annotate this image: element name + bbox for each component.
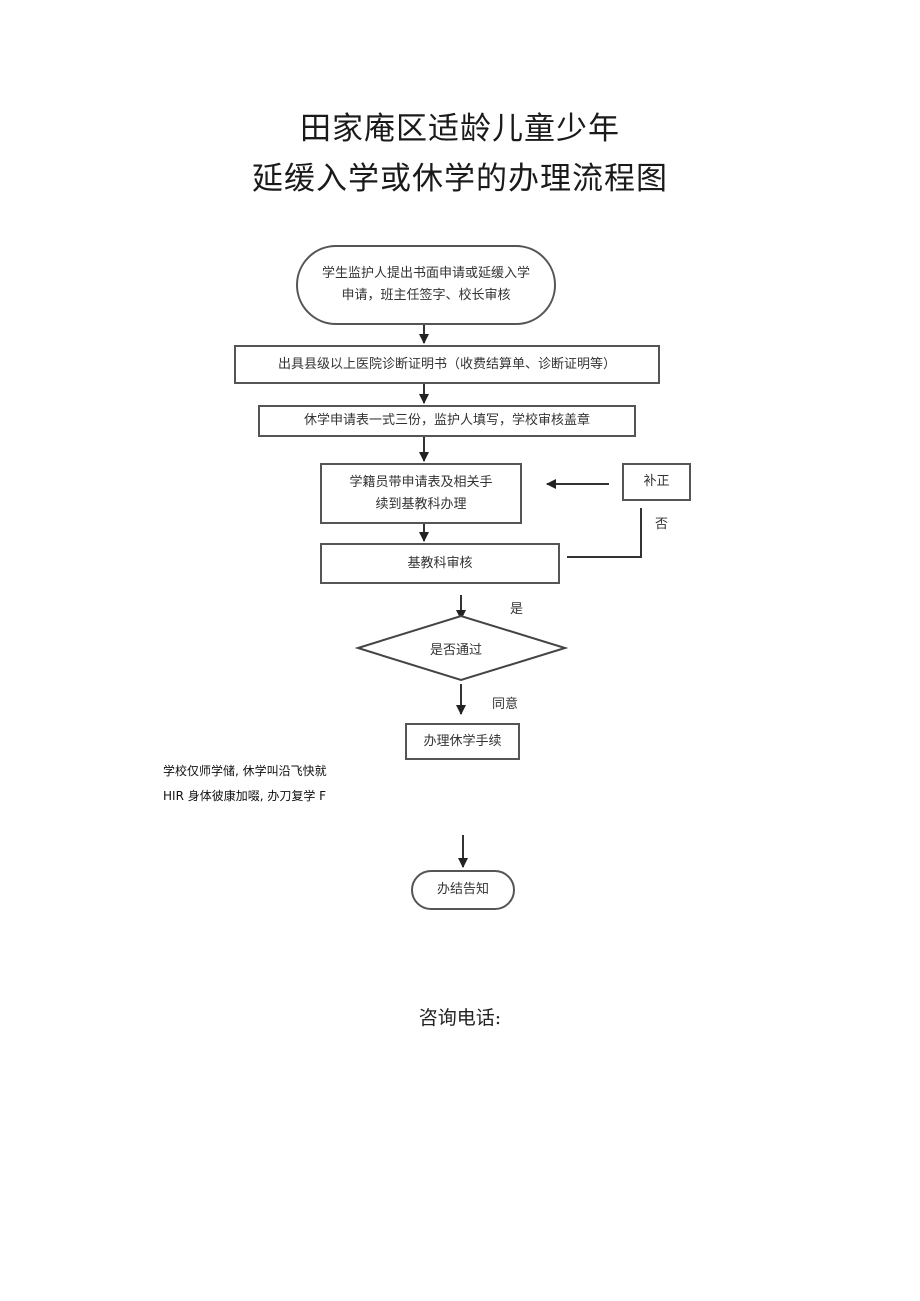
step6-suspension-box: 办理休学手续: [405, 723, 520, 760]
step6-text: 办理休学手续: [423, 733, 502, 749]
correction-box: 补正: [622, 463, 691, 501]
step1-text: 学生监护人提出书面申请或延缓入学申请，班主任签字、校长审核: [321, 266, 530, 303]
step4-submit-box: 学籍员带申请表及相关手续到基教科办理: [320, 463, 522, 524]
contact-phone-label: 咨询电话:: [418, 1007, 502, 1029]
note-line2: HIR 身体彼康加啜, 办刀复学 F: [163, 789, 327, 803]
label-no: 否: [655, 517, 669, 532]
step3-text: 休学申请表一式三份，监护人填写，学校审核盖章: [303, 413, 590, 428]
step5-text: 基教科审核: [407, 555, 473, 571]
decision-text: 是否通过: [430, 643, 483, 658]
step5-review-box: 基教科审核: [320, 543, 560, 584]
final-notice-box: 办结告知: [411, 870, 515, 910]
correction-text: 补正: [643, 474, 670, 489]
step4-text: 学籍员带申请表及相关手续到基教科办理: [349, 474, 493, 512]
step3-form-box: 休学申请表一式三份，监护人填写，学校审核盖章: [258, 405, 636, 437]
line-step5-to-correction: [567, 508, 642, 558]
note-line1: 学校仅师学储, 休学叫沿飞快就: [163, 764, 327, 778]
decision-diamond: [354, 614, 569, 682]
page-title-line2: 延缓入学或休学的办理流程图: [252, 161, 668, 197]
label-agree: 同意: [492, 697, 519, 712]
final-text: 办结告知: [436, 882, 489, 897]
step1-application-box: 学生监护人提出书面申请或延缓入学申请，班主任签字、校长审核: [296, 245, 556, 325]
page-title-line1: 田家庵区适龄儿童少年: [300, 111, 620, 147]
label-yes: 是: [510, 602, 524, 617]
step2-diagnosis-box: 出具县级以上医院诊断证明书（收费结算单、诊断证明等）: [234, 345, 660, 384]
step2-text: 出具县级以上医院诊断证明书（收费结算单、诊断证明等）: [277, 356, 616, 372]
